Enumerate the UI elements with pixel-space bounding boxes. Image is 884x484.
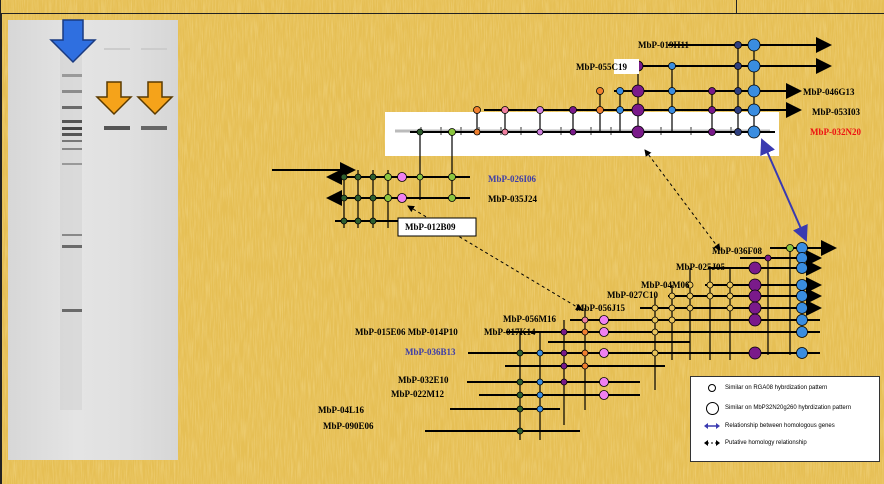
clone-label: MbP-056J15 <box>576 303 625 313</box>
legend-text: Putative homology relationship <box>723 440 807 446</box>
clone-label: MbP-053I03 <box>812 107 860 117</box>
orange-down-arrow-icon <box>138 82 172 114</box>
clone-label: MbP-032E10 <box>398 375 449 385</box>
clone-label: MbP-025J05 <box>676 262 725 272</box>
clone-label: MbP-027C10 <box>607 290 658 300</box>
legend: Similar on RGA08 hybrdization pattern Si… <box>690 376 880 462</box>
clone-label: MbP-019H11 <box>638 40 689 50</box>
clone-label: MbP-032N20 <box>810 127 861 137</box>
blue-down-arrow-icon <box>51 20 95 62</box>
clone-label: MbP-056M16 <box>503 314 556 324</box>
clone-label: MbP-026I06 <box>488 174 536 184</box>
black-dashed-double-arrow-icon <box>701 440 723 446</box>
clone-label: MbP-046G13 <box>803 87 855 97</box>
clone-label: MbP-04L16 <box>318 405 364 415</box>
clone-label: MbP-04M06 <box>641 280 690 290</box>
legend-item: Similar on MbP32N20g260 hybrdization pat… <box>701 401 851 415</box>
legend-text: Similar on MbP32N20g260 hybrdization pat… <box>723 405 851 411</box>
legend-item: Similar on RGA08 hybrdization pattern <box>701 381 827 395</box>
orange-down-arrow-icon <box>97 82 131 114</box>
legend-item: Relationship between homologous genes <box>701 419 835 433</box>
clone-label: MbP-036B13 <box>405 347 456 357</box>
legend-text: Similar on RGA08 hybrdization pattern <box>723 385 827 391</box>
legend-item: Putative homology relationship <box>701 436 807 450</box>
clone-label: MbP-012B09 <box>405 222 456 232</box>
blue-double-arrow-icon <box>701 423 723 429</box>
clone-label: MbP-017K14 <box>484 327 536 337</box>
clone-label: MbP-090E06 <box>323 421 374 431</box>
legend-text: Relationship between homologous genes <box>723 423 835 429</box>
clone-label: MbP-035J24 <box>488 194 537 204</box>
physical-map-panel <box>385 112 779 156</box>
clone-label: MbP-015E06 MbP-014P10 <box>355 327 458 337</box>
putative-homology-arrow <box>645 150 720 250</box>
clone-label: MbP-055C19 <box>576 62 627 72</box>
homologous-relationship-arrow <box>762 140 806 240</box>
large-white-circle-icon <box>706 402 719 415</box>
clone-label: MbP-036F08 <box>712 246 762 256</box>
clone-label: MbP-022M12 <box>391 389 444 399</box>
small-white-circle-icon <box>708 384 716 392</box>
